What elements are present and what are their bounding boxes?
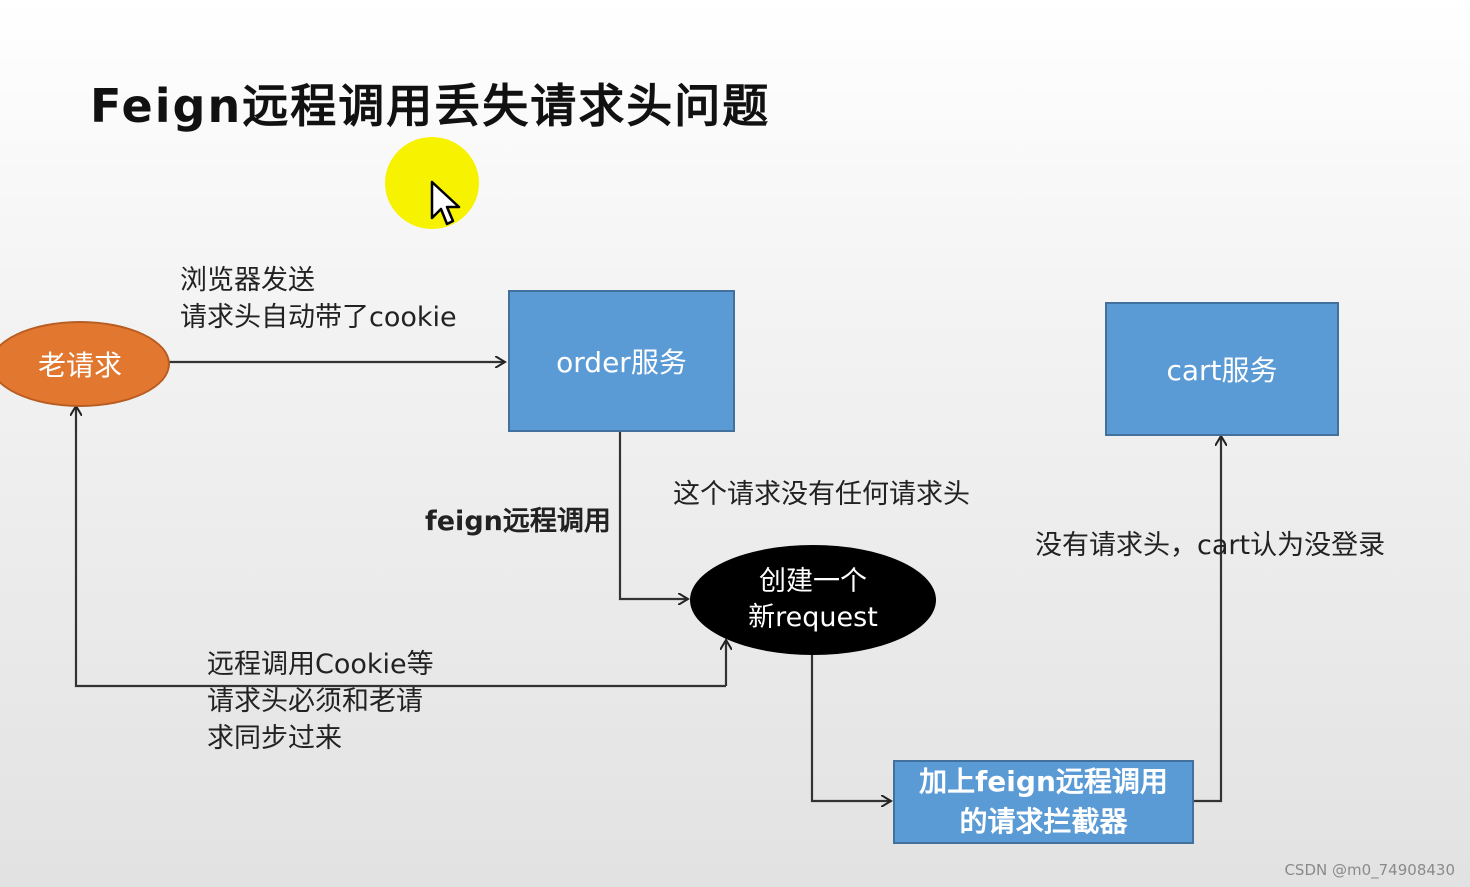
page-title: Feign远程调用丢失请求头问题 bbox=[90, 79, 771, 133]
sync-headers-annotation: 远程调用Cookie等 请求头必须和老请 求同步过来 bbox=[207, 646, 434, 757]
new-request-label-line2: 新request bbox=[748, 602, 878, 633]
arrow-new-request-to-old bbox=[76, 406, 726, 688]
browser-send-line2: 请求头自动带了cookie bbox=[180, 302, 457, 333]
interceptor-label-line1: 加上feign远程调用 bbox=[919, 765, 1168, 798]
order-service-node: order服务 bbox=[508, 290, 735, 432]
browser-send-annotation: 浏览器发送 请求头自动带了cookie bbox=[180, 262, 457, 336]
sync-headers-line3: 求同步过来 bbox=[207, 723, 342, 754]
arrow-interceptor-to-cart bbox=[1190, 436, 1221, 803]
not-logged-in-annotation: 没有请求头，cart认为没登录 bbox=[1035, 530, 1386, 561]
browser-send-line1: 浏览器发送 bbox=[180, 265, 315, 296]
arrow-order-to-new-request bbox=[618, 430, 688, 599]
interceptor-label-line2: 的请求拦截器 bbox=[959, 805, 1128, 838]
old-request-node: 老请求 bbox=[0, 321, 170, 407]
new-request-node: 创建一个 新request bbox=[690, 545, 936, 655]
interceptor-node: 加上feign远程调用 的请求拦截器 bbox=[893, 760, 1194, 844]
cart-service-label: cart服务 bbox=[1166, 354, 1278, 387]
sync-headers-line1: 远程调用Cookie等 bbox=[207, 649, 434, 680]
mouse-pointer-icon bbox=[430, 180, 461, 226]
watermark: CSDN @m0_74908430 bbox=[1284, 861, 1455, 879]
feign-call-annotation: feign远程调用 bbox=[425, 506, 611, 537]
new-request-label-line1: 创建一个 bbox=[759, 566, 867, 597]
old-request-label: 老请求 bbox=[37, 349, 122, 382]
arrow-new-request-to-interceptor bbox=[810, 655, 891, 801]
cart-service-node: cart服务 bbox=[1105, 302, 1339, 436]
order-service-label: order服务 bbox=[556, 346, 687, 379]
no-header-annotation: 这个请求没有任何请求头 bbox=[673, 479, 970, 510]
sync-headers-line2: 请求头必须和老请 bbox=[207, 686, 423, 717]
